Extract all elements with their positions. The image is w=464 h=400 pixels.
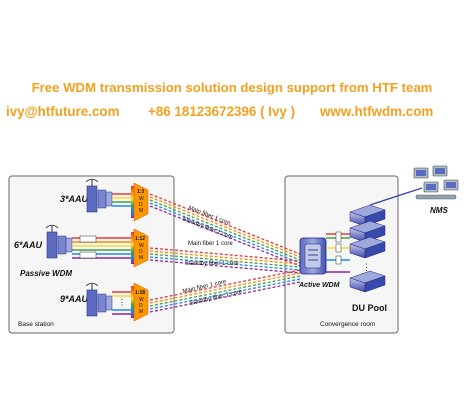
contact-website[interactable]: www.htfwdm.com xyxy=(320,104,434,119)
aau-group-9: 9*AAU ⋮ 1:18 W D M xyxy=(60,282,149,322)
aau-label-6: 6*AAU xyxy=(14,240,43,250)
mux-letter-m: M xyxy=(139,208,143,214)
active-wdm-label: Active WDM xyxy=(298,282,340,289)
mux-letter-d: D xyxy=(139,303,143,309)
aau-group-6: 6*AAU 1:12 W D M Passive WDM xyxy=(14,224,149,278)
fiber-2-main-label: Main fiber 1 core xyxy=(188,241,233,247)
antenna-icon xyxy=(45,224,73,259)
mux-letter-w: W xyxy=(139,297,144,303)
mux-ratio-1-3: 1:3 xyxy=(137,189,144,195)
mux-color-bar xyxy=(131,186,134,218)
nms-link xyxy=(369,187,423,206)
fiber-2-standby-label: Standby fiber 1 core xyxy=(185,261,239,267)
antenna-icon xyxy=(85,178,113,213)
mux-color-bar xyxy=(131,286,134,318)
mux-color-bar xyxy=(131,232,134,264)
wavelength-lines-9 xyxy=(112,291,131,315)
mux-letter-d: D xyxy=(139,249,143,255)
nms-label: NMS xyxy=(430,206,448,215)
mux-ratio-1-18: 1:18 xyxy=(135,290,145,296)
mux-1-18 xyxy=(133,282,149,322)
aau-group-3: 3*AAU 1:3 W D M xyxy=(60,178,149,222)
aau-label-9: 9*AAU xyxy=(60,294,89,304)
base-station-title: Base station xyxy=(18,321,54,328)
svg-text:⋮: ⋮ xyxy=(118,298,126,307)
antenna-icon xyxy=(85,282,113,317)
contact-email[interactable]: ivy@htfuture.com xyxy=(6,104,120,119)
mux-letter-w: W xyxy=(139,196,144,202)
mux-ratio-1-12: 1:12 xyxy=(135,236,145,242)
passive-wdm-label: Passive WDM xyxy=(20,269,72,278)
aau-label-3: 3*AAU xyxy=(60,194,89,204)
mux-letter-w: W xyxy=(139,243,144,249)
mux-letter-d: D xyxy=(139,202,143,208)
contact-phone: +86 18123672396 ( Ivy ) xyxy=(148,104,296,119)
mux-letter-m: M xyxy=(139,255,143,261)
mux-1-3 xyxy=(133,182,149,222)
banner-title: Free WDM transmission solution design su… xyxy=(31,80,433,95)
wavelength-lines-3 xyxy=(112,193,131,207)
du-pool-label: DU Pool xyxy=(352,303,387,313)
du-pool-server-icon: ⋮ xyxy=(349,204,386,293)
mux-1-12 xyxy=(133,228,149,268)
nms-computer-icon xyxy=(413,165,459,200)
svg-text:⋮: ⋮ xyxy=(362,262,371,272)
mux-letter-m: M xyxy=(139,309,143,315)
active-wdm: Active WDM xyxy=(298,237,340,289)
fiber-lines xyxy=(149,193,301,313)
convergence-room-title: Convergence room xyxy=(320,321,375,328)
